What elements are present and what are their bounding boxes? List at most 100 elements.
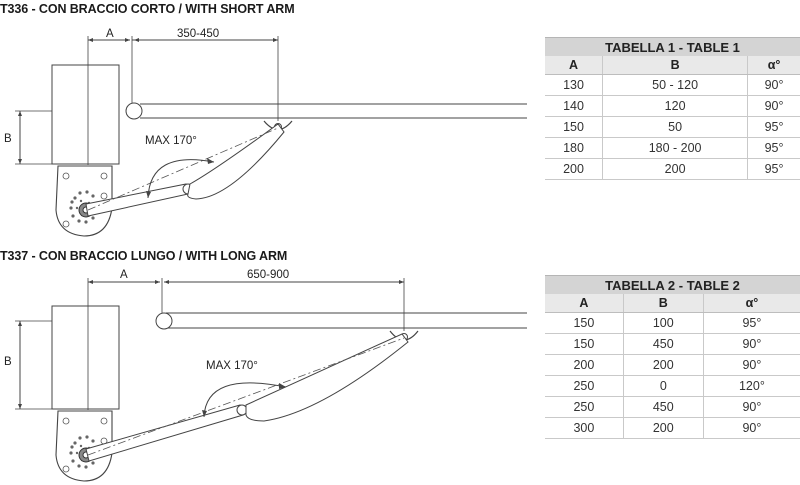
diagram-t337-drawing: A 650-900 B MAX 170° — [4, 269, 527, 482]
gearbox-screw — [62, 220, 70, 228]
motor-gearbox — [55, 165, 113, 237]
reference-dashed-line — [87, 127, 279, 211]
arrowhead — [18, 111, 22, 116]
table-1-col-alpha: α° — [747, 56, 800, 75]
cell: 90° — [702, 354, 800, 376]
table-1-col-b: B — [602, 56, 748, 75]
gearbox-screw — [100, 417, 108, 425]
arrowhead — [155, 280, 160, 284]
cell: 250 — [545, 375, 624, 397]
gearbox-screw — [100, 192, 108, 200]
cell: 150 — [545, 116, 603, 138]
arrowhead — [88, 280, 93, 284]
table-2-col-b: B — [622, 294, 704, 313]
cell: 450 — [622, 333, 704, 355]
arrowhead — [18, 404, 22, 409]
gate-hinge-circle — [155, 312, 173, 330]
arrowhead — [88, 38, 93, 42]
dim-b-label: B — [4, 133, 12, 145]
cell: 100 — [622, 312, 704, 334]
arrowhead — [164, 280, 169, 284]
cell: 130 — [545, 74, 603, 96]
gearbox-screw — [62, 417, 70, 425]
angle-arrowhead — [146, 191, 151, 198]
cell: 200 — [622, 417, 704, 439]
section-title-t336: T336 - CON BRACCIO CORTO / WITH SHORT AR… — [0, 2, 295, 16]
arrowhead — [273, 38, 278, 42]
cell: 90° — [702, 396, 800, 418]
cell: 95° — [747, 137, 800, 159]
cell: 200 — [602, 158, 748, 180]
angle-arrowhead — [202, 410, 207, 417]
gearbox-screw — [100, 172, 108, 180]
angle-label: MAX 170° — [206, 360, 258, 372]
gearbox-screw — [62, 172, 70, 180]
gate-hinge-circle — [125, 102, 143, 120]
cell: 50 - 120 — [602, 74, 748, 96]
dim-a-label: A — [120, 269, 128, 281]
cell: 200 — [545, 158, 603, 180]
motor-body — [51, 305, 120, 410]
arrowhead — [18, 321, 22, 326]
gearbox-screw — [62, 465, 70, 473]
table-1-title: TABELLA 1 - TABLE 1 — [545, 37, 800, 56]
cell: 300 — [545, 417, 624, 439]
cell: 95° — [702, 312, 800, 334]
arrowhead — [134, 38, 139, 42]
dim-b-label: B — [4, 356, 12, 368]
angle-label: MAX 170° — [145, 135, 197, 147]
arrowhead — [399, 280, 404, 284]
cell: 120° — [702, 375, 800, 397]
diagram-t337: A 650-900 B MAX 170° — [0, 245, 540, 485]
motor-gearbox — [55, 410, 113, 482]
table-2-col-a: A — [545, 294, 624, 313]
angle-arc — [147, 159, 215, 199]
cell: 150 — [545, 333, 624, 355]
angle-arc — [203, 382, 287, 418]
cell: 90° — [747, 74, 800, 96]
table-2-col-alpha: α° — [702, 294, 800, 313]
motor-body — [51, 64, 120, 165]
cell: 95° — [747, 116, 800, 138]
section-title-t337: T337 - CON BRACCIO LUNGO / WITH LONG ARM — [0, 249, 288, 263]
dim-arm-label: 350-450 — [177, 28, 219, 40]
diagram-t336: A 350-450 B MAX 170° — [0, 0, 540, 240]
arm-second-section — [245, 333, 409, 422]
cell: 0 — [622, 375, 704, 397]
cell: 250 — [545, 396, 624, 418]
diagram-t336-drawing: A 350-450 B MAX 170° — [4, 28, 527, 237]
cell: 200 — [622, 354, 704, 376]
angle-arrowhead — [279, 383, 286, 389]
cell: 180 - 200 — [602, 137, 748, 159]
cell: 200 — [545, 354, 624, 376]
cell: 50 — [602, 116, 748, 138]
cell: 150 — [545, 312, 624, 334]
table-1-col-a: A — [545, 56, 603, 75]
cell: 180 — [545, 137, 603, 159]
arrowhead — [18, 159, 22, 164]
table-2-title: TABELLA 2 - TABLE 2 — [545, 275, 800, 294]
cell: 450 — [622, 396, 704, 418]
arrowhead — [125, 38, 130, 42]
cell: 90° — [747, 95, 800, 117]
cell: 90° — [702, 417, 800, 439]
dim-arm-label: 650-900 — [247, 269, 289, 281]
dim-a-label: A — [106, 28, 114, 40]
cell: 140 — [545, 95, 603, 117]
cell: 95° — [747, 158, 800, 180]
cell: 120 — [602, 95, 748, 117]
angle-arrowhead — [207, 158, 214, 164]
